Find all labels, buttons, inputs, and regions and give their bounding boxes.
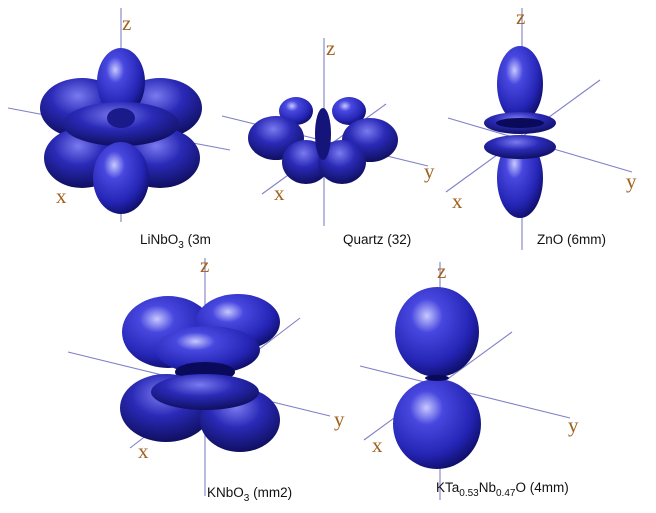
caption-zno: ZnO (6mm): [537, 232, 606, 247]
surface-quartz: [248, 97, 398, 184]
axis-label-z: z: [326, 36, 335, 60]
axis-label-z: z: [516, 5, 525, 29]
surface-zno: [484, 46, 556, 218]
axis-label-z: z: [437, 259, 446, 283]
caption-linbo3: LiNbO3 (3m: [140, 232, 211, 251]
panel-zno: z y x ZnO (6mm): [445, 5, 637, 250]
caption-ktn: KTa0.53Nb0.47O (4mm): [436, 480, 569, 499]
surface-linbo3: [40, 48, 202, 214]
panel-linbo3: z x LiNbO3 (3m: [7, 8, 231, 251]
caption-quartz: Quartz (32): [343, 232, 411, 247]
axis-label-x: x: [56, 184, 67, 208]
axis-label-x: x: [372, 433, 383, 457]
panel-ktn: z y x KTa0.53Nb0.47O (4mm): [359, 259, 579, 500]
axis-label-y: y: [568, 413, 579, 437]
panel-knbo3: z y x KNbO3 (mm2): [67, 253, 345, 504]
panel-quartz: z y x Quartz (32): [221, 36, 435, 247]
caption-knbo3: KNbO3 (mm2): [207, 485, 292, 504]
axis-label-x: x: [274, 181, 285, 205]
axis-label-y: y: [424, 159, 435, 183]
axis-label-y: y: [626, 169, 637, 193]
axis-label-z: z: [200, 253, 209, 277]
surface-ktn: [393, 287, 481, 469]
axis-label-y: y: [334, 407, 345, 431]
surface-knbo3: [120, 294, 280, 452]
axis-label-z: z: [122, 11, 131, 35]
axis-label-x: x: [452, 189, 463, 213]
axis-label-x: x: [138, 439, 149, 463]
